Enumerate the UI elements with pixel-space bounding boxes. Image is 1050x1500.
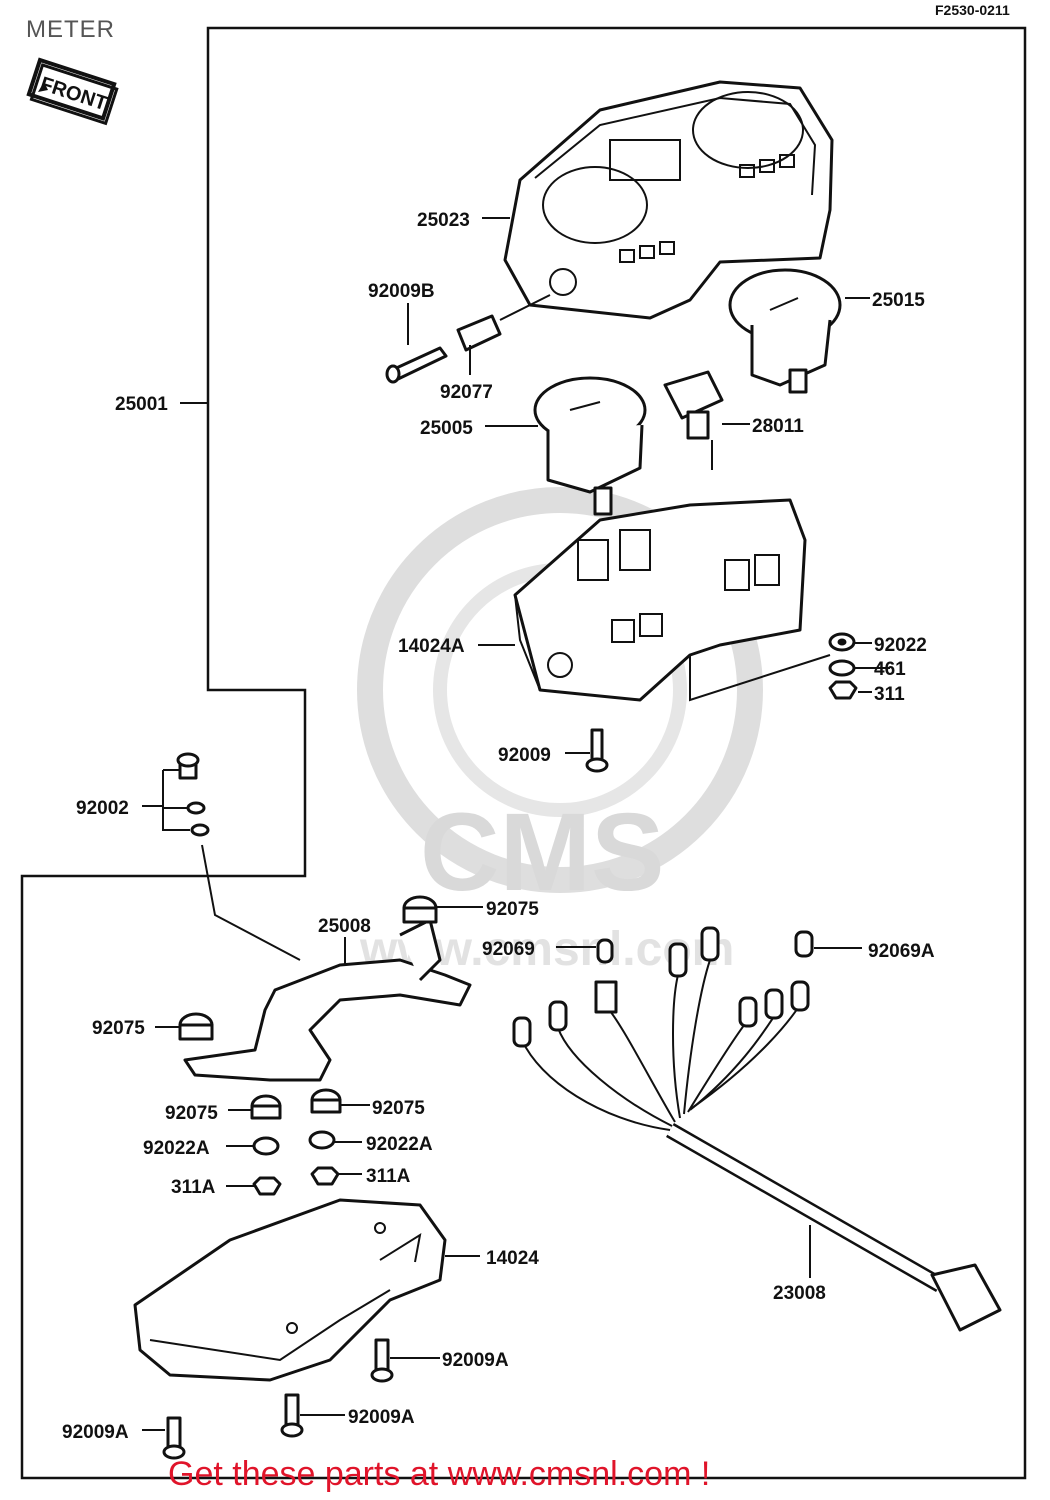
grommet-92075-top (402, 895, 438, 924)
grommet-92075-left (178, 1012, 214, 1041)
label-92075-mid-left: 92075 (165, 1103, 218, 1124)
front-badge: FRONT (26, 57, 119, 126)
grommet-92075-mid-left (250, 1094, 282, 1120)
grommet-92077 (456, 294, 551, 352)
label-25023: 25023 (417, 210, 470, 231)
part-labels: 25023 92009B 25015 25001 92077 25005 280… (62, 210, 935, 1443)
screw-92009a-left (162, 1416, 186, 1460)
label-92009a-left: 92009A (62, 1422, 129, 1443)
label-92077: 92077 (440, 382, 493, 403)
lower-cover-14024 (133, 1198, 447, 1382)
label-92069a: 92069A (868, 941, 935, 962)
label-92069: 92069 (482, 939, 535, 960)
screw-92009a-right (370, 1338, 394, 1383)
bulb-92069a (794, 930, 814, 958)
label-92009a-right: 92009A (442, 1350, 509, 1371)
label-92009a-mid: 92009A (348, 1407, 415, 1428)
label-92022: 92022 (874, 635, 927, 656)
nut-311a-right (310, 1166, 340, 1186)
label-14024: 14024 (486, 1248, 539, 1269)
screw-92009 (585, 728, 609, 773)
label-92075-mid-right: 92075 (372, 1098, 425, 1119)
label-92009: 92009 (498, 745, 551, 766)
label-311a-left: 311A (171, 1177, 216, 1198)
label-311a-right: 311A (366, 1166, 411, 1187)
watermark-text: CMS (420, 791, 664, 914)
nut-311a-left (252, 1176, 282, 1196)
label-92075-left: 92075 (92, 1018, 145, 1039)
label-25001: 25001 (115, 394, 168, 415)
label-92009b: 92009B (368, 281, 435, 302)
front-arrow-icon (38, 82, 48, 92)
label-28011: 28011 (752, 416, 804, 437)
grommet-92075-mid-right (310, 1088, 342, 1114)
washer-92022a-right (308, 1130, 336, 1150)
diagram-code: F2530-0211 (935, 2, 1010, 18)
washer-92022 (828, 632, 856, 652)
label-92022a-left: 92022A (143, 1138, 210, 1159)
label-25005: 25005 (420, 418, 473, 439)
nut-311 (828, 680, 858, 700)
label-92075-top: 92075 (486, 899, 539, 920)
meter-housing-14024a (513, 498, 831, 702)
gauge-25005 (533, 376, 647, 516)
assembly-outline-25001 (20, 26, 1027, 1480)
bulb-92069 (596, 938, 614, 964)
label-461: 461 (874, 659, 906, 680)
label-311: 311 (874, 684, 905, 705)
screw-92009b (385, 346, 448, 384)
washer-461 (828, 659, 856, 677)
label-14024a: 14024A (398, 636, 465, 657)
bracket-25008 (183, 918, 472, 1082)
diagram-title: METER (26, 16, 115, 43)
label-25015: 25015 (872, 290, 925, 311)
screw-92009a-mid (280, 1393, 304, 1438)
socket-28011 (663, 370, 724, 470)
leader-lines (142, 217, 890, 1431)
bolt-92002 (162, 752, 301, 961)
label-23008: 23008 (773, 1283, 826, 1304)
wire-harness-23008 (512, 926, 1002, 1332)
label-92022a-right: 92022A (366, 1134, 433, 1155)
label-25008: 25008 (318, 916, 371, 937)
gauge-25015 (728, 268, 842, 394)
label-92002: 92002 (76, 798, 129, 819)
washer-92022a-left (252, 1136, 280, 1156)
footer-link-text[interactable]: Get these parts at www.cmsnl.com ! (168, 1455, 711, 1493)
